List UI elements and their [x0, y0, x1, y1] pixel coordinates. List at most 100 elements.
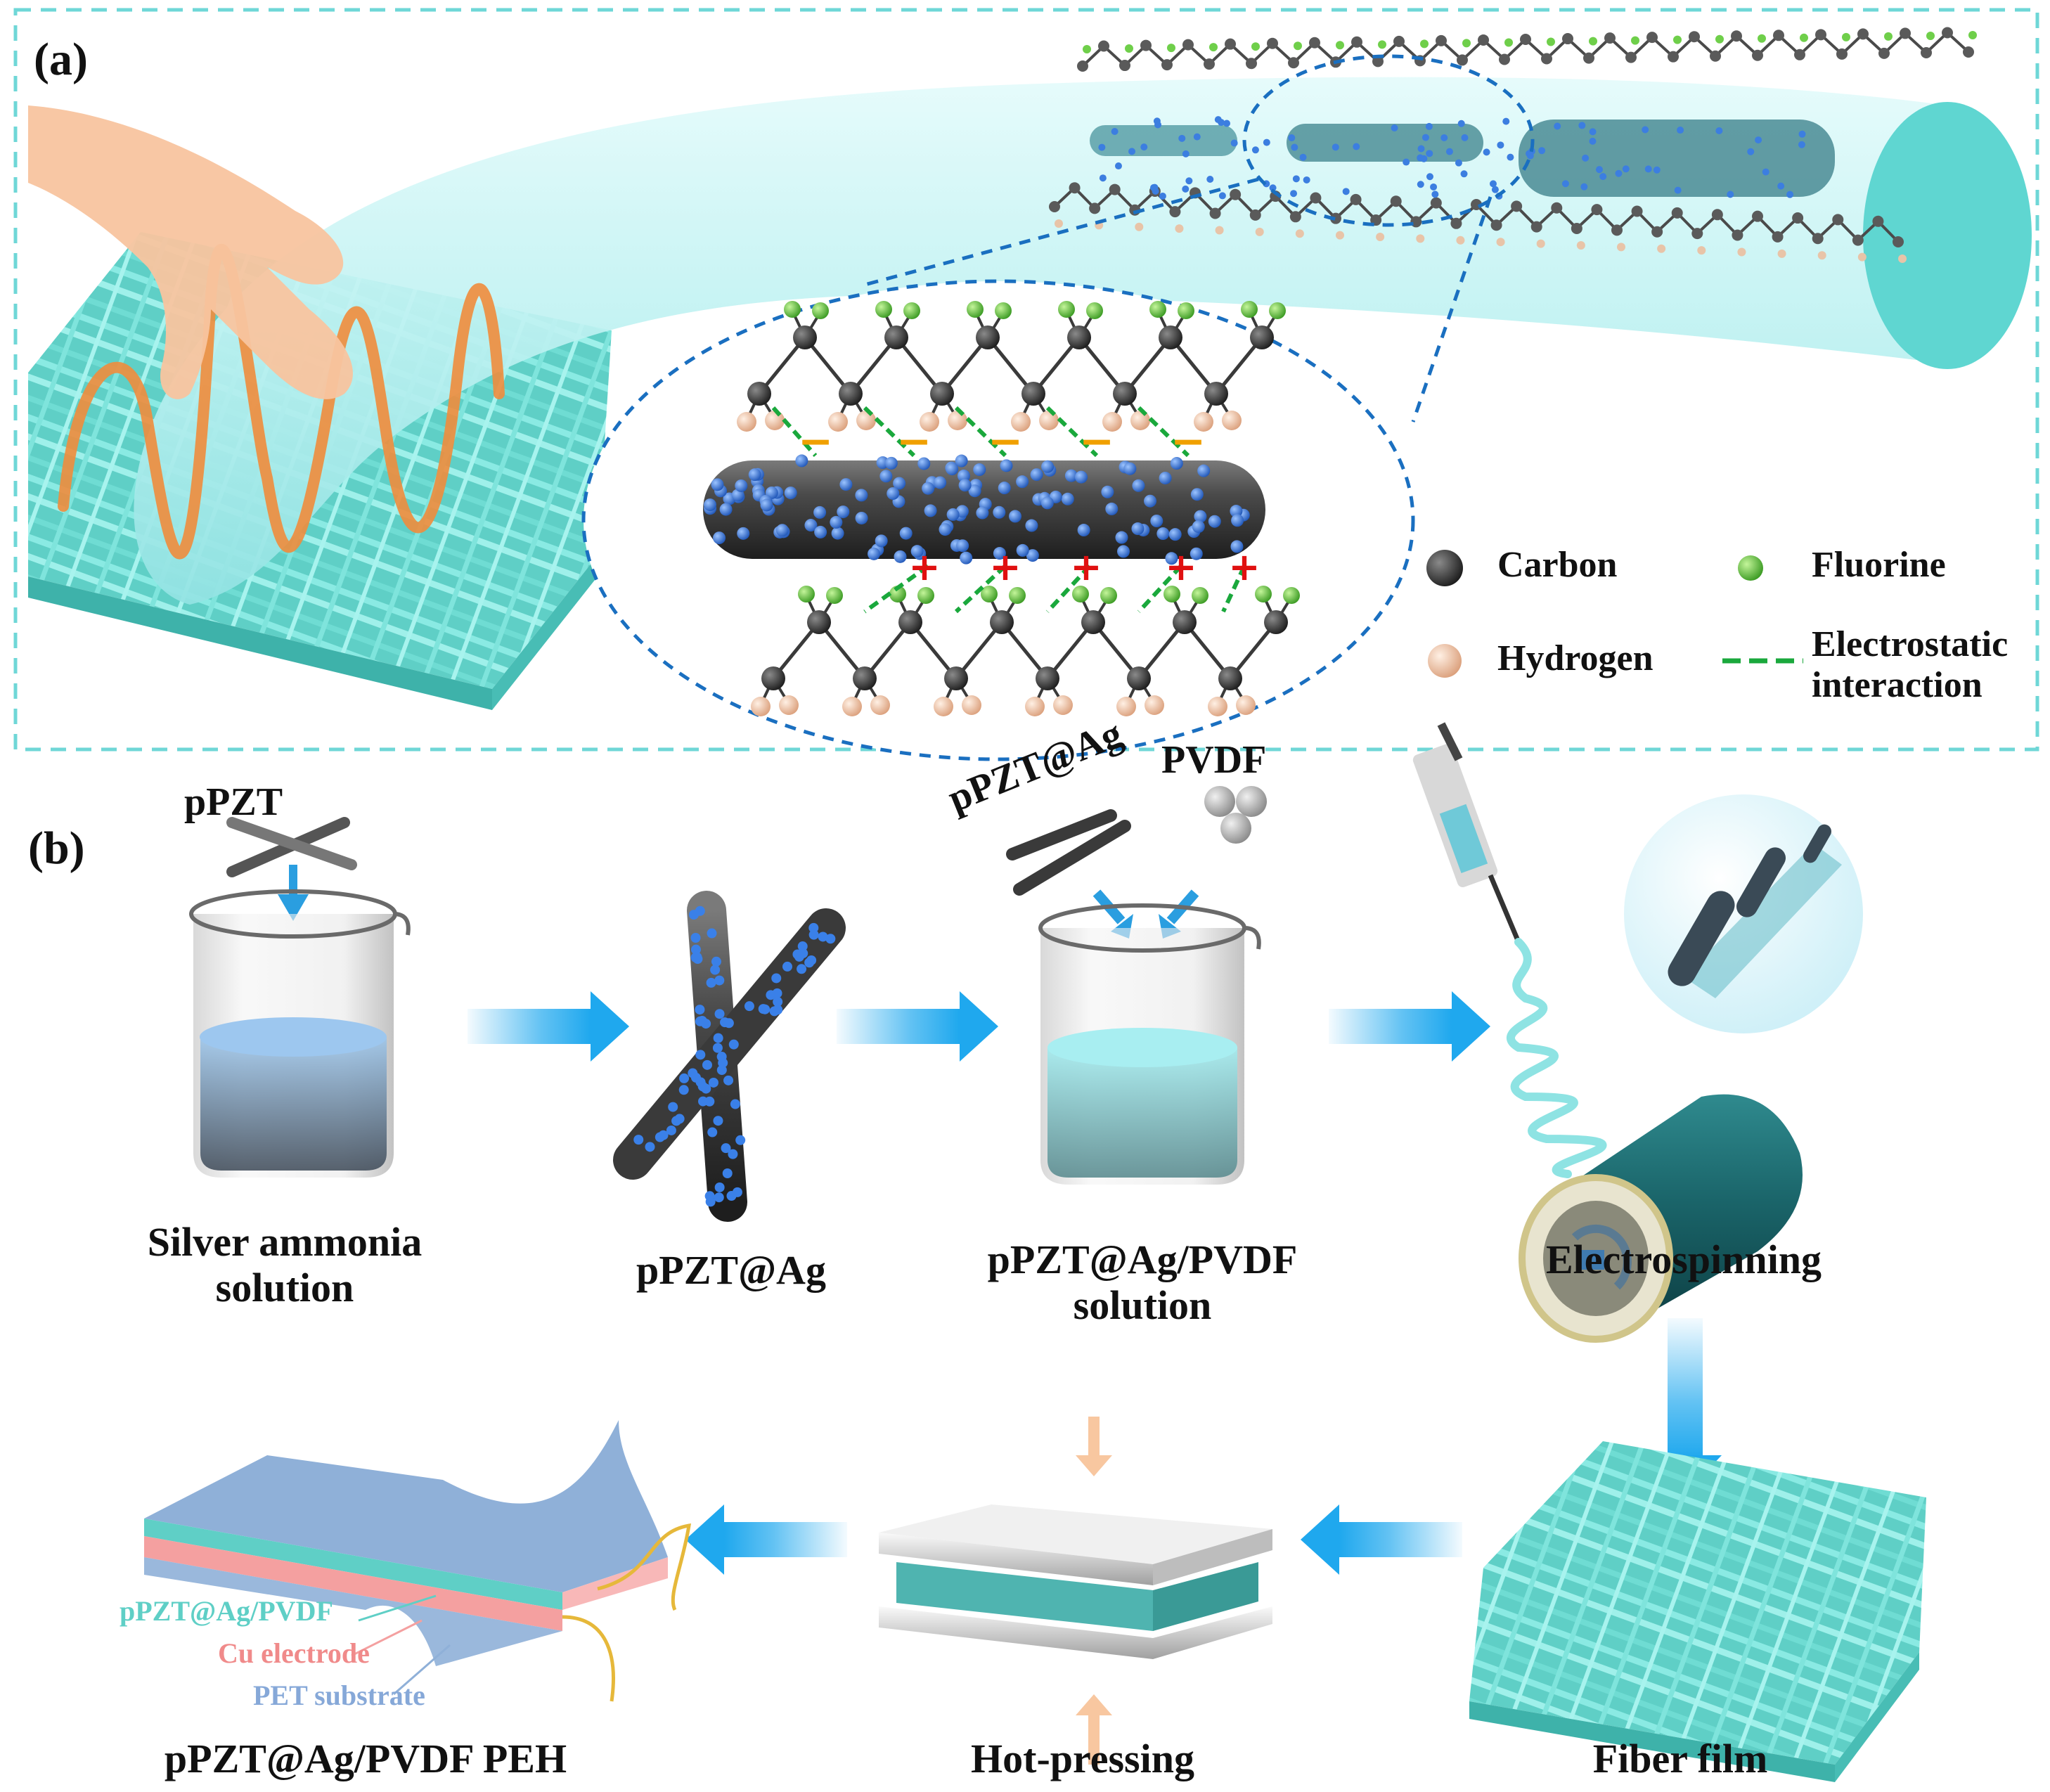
- cross-silver-dot: [735, 1135, 746, 1145]
- zoom-silver-dot: [1077, 524, 1090, 537]
- zoom-silver-dot: [760, 498, 773, 512]
- zoom-silver-dot: [960, 551, 973, 565]
- electrostatic-link-bottom: [1045, 564, 1092, 614]
- ppzt-rods-reagent: [226, 817, 357, 877]
- cross-silver-dot: [825, 934, 836, 944]
- zoom-carbon: [976, 325, 1000, 349]
- tube-silver-dot: [1193, 133, 1201, 141]
- tube-silver-dot: [1426, 150, 1433, 157]
- tube-silver-dot: [1269, 184, 1277, 192]
- zoom-silver-dot: [1194, 510, 1207, 523]
- zoom-hydrogen: [962, 695, 981, 715]
- zoom-hydrogen: [1025, 697, 1045, 716]
- zoom-silver-dot: [855, 489, 868, 502]
- zoom-carbon: [747, 382, 771, 406]
- ppzt-ag-reagent-rods: [1006, 809, 1131, 896]
- tube-silver-dot: [1185, 177, 1193, 185]
- tube-chain-side-atom: [1456, 236, 1465, 245]
- tube-chain-side-atom: [1294, 41, 1302, 51]
- zoom-silver-dot: [893, 477, 906, 490]
- zoom-hydrogen: [1145, 695, 1164, 715]
- tube-chain-side-atom: [1175, 224, 1184, 233]
- tube-chain-side-atom: [1209, 43, 1218, 52]
- zoom-carbon: [1127, 666, 1151, 690]
- tube-chain-carbon: [1372, 56, 1384, 67]
- zoom-hydrogen: [870, 695, 890, 715]
- flow-arrow-2: [837, 991, 998, 1062]
- tube-chain-carbon: [1309, 37, 1320, 49]
- tube-silver-dot: [1159, 192, 1166, 200]
- zoom-silver-dot: [958, 479, 972, 492]
- zoom-silver-dot: [719, 503, 733, 516]
- tube-chain-carbon: [1209, 207, 1221, 219]
- tube-silver-dot: [1422, 134, 1429, 141]
- tube-chain-carbon: [1541, 53, 1552, 65]
- cross-silver-dot: [712, 1043, 723, 1053]
- cross-silver-dot: [714, 1009, 725, 1019]
- tube-silver-dot: [1578, 122, 1586, 129]
- tube-chain-carbon: [1225, 38, 1236, 50]
- zoom-silver-dot: [1115, 531, 1128, 544]
- zoom-hydrogen: [765, 411, 785, 430]
- tube-silver-dot: [1622, 165, 1630, 173]
- zoom-silver-dot: [968, 484, 981, 498]
- zoom-molecules: [737, 301, 1300, 716]
- tube-chain-side-atom: [1251, 42, 1260, 51]
- tube-silver-dot: [1538, 147, 1546, 155]
- zoom-fluorine: [1269, 302, 1286, 319]
- zoom-silver-dot: [973, 463, 986, 477]
- zoom-hydrogen: [856, 411, 876, 430]
- tube-chain-side-atom: [1416, 234, 1425, 243]
- electrostatic-link-bottom: [863, 564, 929, 614]
- zoom-silver-dot: [1144, 494, 1157, 508]
- tube-chain-carbon: [1246, 58, 1257, 70]
- zoom-fluorine: [812, 302, 829, 319]
- reagent-pvdf-label: PVDF: [1161, 738, 1267, 782]
- tube-silver-dot: [1582, 154, 1590, 162]
- tube-silver-dot: [1098, 143, 1106, 151]
- zoom-chain-backbone: [758, 335, 1263, 397]
- cross-silver-dot: [706, 977, 716, 988]
- zoom-hydrogen: [828, 412, 848, 432]
- cross-silver-dot: [690, 932, 701, 943]
- zoom-silver-dot: [887, 486, 900, 500]
- tube-silver-dot: [1431, 191, 1439, 198]
- tube-silver-dot: [1491, 186, 1499, 193]
- tube-chain-side-atom: [1135, 222, 1144, 231]
- tube-chain-side-atom: [1547, 37, 1555, 46]
- tube-silver-dot: [1417, 154, 1424, 162]
- tube-silver-dot: [1292, 175, 1300, 183]
- zoom-silver-dot: [946, 463, 959, 476]
- tube-chain-carbon: [1832, 214, 1844, 226]
- zoom-silver-dot: [1230, 505, 1243, 518]
- tube-silver-dot: [1391, 124, 1398, 131]
- zoom-silver-dot: [1132, 479, 1145, 492]
- tube-chain-carbon: [1691, 228, 1703, 240]
- tube-silver-dot: [1580, 183, 1588, 191]
- zoom-hydrogen: [1222, 411, 1242, 430]
- cross-silver-dot: [690, 944, 701, 955]
- tube-silver-dot: [1403, 158, 1410, 166]
- tube-silver-dot: [1653, 166, 1661, 174]
- tube-silver-dot: [1251, 146, 1259, 154]
- tube-silver-dot: [1554, 122, 1561, 130]
- tube-chain-carbon: [1450, 217, 1462, 229]
- zoom-silver-dot: [998, 482, 1011, 495]
- layer-pet-substrate-label: PET substrate: [253, 1680, 425, 1711]
- zoom-carbon: [884, 325, 908, 349]
- zoom-fluorine: [1086, 302, 1103, 319]
- tube-silver-dot: [1206, 176, 1214, 183]
- tube-silver-dot: [1777, 182, 1785, 190]
- zoom-silver-dot: [830, 515, 843, 529]
- cross-silver-dot: [690, 1072, 701, 1083]
- zoom-rod-silver-dots: [704, 454, 1250, 565]
- zoom-fluorine: [1163, 586, 1180, 602]
- tube-chain-carbon: [1646, 32, 1658, 44]
- zoom-silver-dot: [993, 547, 1006, 560]
- zoom-carbon: [1173, 610, 1197, 634]
- tube-chain-side-atom: [1673, 35, 1682, 44]
- zoom-silver-dot: [924, 504, 937, 517]
- tube-chain-carbon: [1815, 29, 1826, 41]
- zoom-silver-dot: [1105, 502, 1119, 515]
- zoom-silver-dot: [934, 476, 947, 489]
